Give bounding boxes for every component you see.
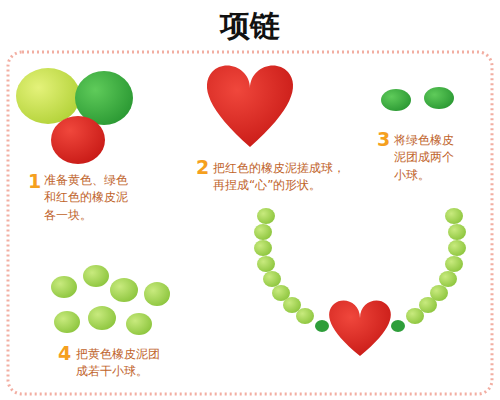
red-clay [51,116,105,164]
callout-number: 4 [58,342,71,365]
title: 项链 [150,8,350,44]
step-text: 将绿色橡皮泥团成两个小球。 [394,132,460,184]
callout-number: 3 [377,128,390,151]
step-text: 准备黄色、绿色和红色的橡皮泥各一块。 [44,172,132,224]
yellow-balls [51,265,170,335]
callout-number: 2 [196,156,209,179]
step-text: 把黄色橡皮泥团成若干小球。 [76,346,166,381]
yellow-clay [16,68,80,124]
frame [8,52,492,394]
red-heart [207,65,293,147]
necklace [254,208,466,356]
step-text: 把红色的橡皮泥搓成球，再捏成“心”的形状。 [213,160,351,195]
green-ball [381,89,411,111]
green-ball [424,87,454,109]
callout-number: 1 [28,170,41,193]
